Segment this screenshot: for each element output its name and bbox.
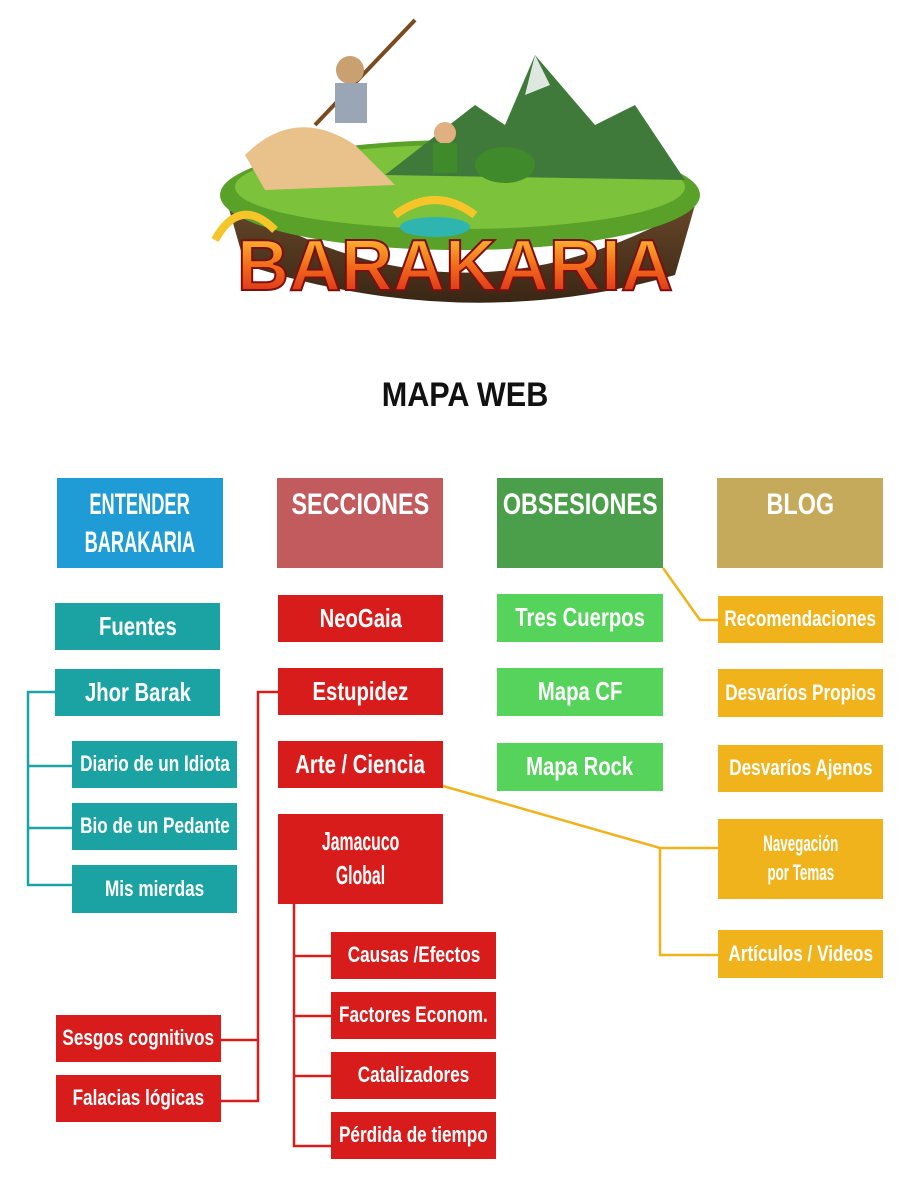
header-label: BLOG — [766, 488, 834, 521]
node-desvarios-ajenos[interactable]: Desvaríos Ajenos — [718, 745, 883, 792]
node-label: por Temas — [767, 860, 834, 885]
node-articulos-videos[interactable]: Artículos / Videos — [718, 930, 883, 978]
node-diario-de-un-idiota[interactable]: Diario de un Idiota — [72, 741, 237, 788]
node-perdida-de-tiempo[interactable]: Pérdida de tiempo — [331, 1112, 496, 1159]
barakaria-logo: BARAKARIA — [205, 15, 705, 325]
node-navegacion-por-temas[interactable]: Navegación por Temas — [718, 819, 883, 899]
header-line: BARAKARIA — [84, 525, 196, 559]
node-label: Mapa CF — [537, 676, 623, 707]
node-jhor-barak[interactable]: Jhor Barak — [55, 669, 220, 716]
node-causas-efectos[interactable]: Causas /Efectos — [331, 932, 496, 979]
node-label: Bio de un Pedante — [79, 813, 230, 839]
logo-text: BARAKARIA — [237, 226, 673, 306]
node-label: Global — [335, 860, 386, 890]
node-catalizadores[interactable]: Catalizadores — [331, 1052, 496, 1099]
header-entender-barakaria[interactable]: ENTENDER BARAKARIA — [57, 478, 223, 568]
node-arte-ciencia[interactable]: Arte / Ciencia — [278, 741, 443, 788]
node-label: Estupidez — [312, 675, 409, 706]
node-falacias-logicas[interactable]: Falacias lógicas — [56, 1075, 221, 1122]
node-label: Fuentes — [98, 610, 177, 641]
node-label: Navegación — [762, 831, 839, 857]
node-estupidez[interactable]: Estupidez — [278, 668, 443, 715]
node-neogaia[interactable]: NeoGaia — [278, 595, 443, 642]
node-label: Desvaríos Ajenos — [728, 755, 873, 781]
page-title: MAPA WEB — [381, 376, 549, 414]
node-label: Factores Econom. — [339, 1002, 488, 1028]
node-tres-cuerpos[interactable]: Tres Cuerpos — [497, 594, 663, 642]
node-label: Mis mierdas — [104, 875, 205, 901]
header-blog[interactable]: BLOG — [717, 478, 883, 568]
node-label: Mapa Rock — [526, 751, 634, 782]
node-label: Recomendaciones — [724, 606, 877, 632]
node-mis-mierdas[interactable]: Mis mierdas — [72, 865, 237, 913]
header-label: OBSESIONES — [502, 488, 658, 521]
node-desvarios-propios[interactable]: Desvaríos Propios — [718, 669, 883, 717]
header-label: SECCIONES — [291, 488, 429, 521]
node-label: Arte / Ciencia — [295, 748, 426, 779]
node-fuentes[interactable]: Fuentes — [55, 603, 220, 650]
node-label: Sesgos cognitivos — [62, 1025, 215, 1051]
node-label: Falacias lógicas — [72, 1085, 205, 1111]
header-obsesiones[interactable]: OBSESIONES — [497, 478, 663, 568]
node-bio-de-un-pedante[interactable]: Bio de un Pedante — [72, 803, 237, 850]
node-factores-econom[interactable]: Factores Econom. — [331, 992, 496, 1039]
node-label: Pérdida de tiempo — [339, 1122, 488, 1148]
node-recomendaciones[interactable]: Recomendaciones — [718, 596, 883, 643]
header-line: ENTENDER — [89, 488, 191, 521]
node-label: NeoGaia — [319, 602, 402, 633]
node-label: Diario de un Idiota — [79, 751, 230, 777]
node-label: Tres Cuerpos — [515, 602, 645, 633]
node-mapa-cf[interactable]: Mapa CF — [497, 668, 663, 716]
node-label: Catalizadores — [357, 1062, 470, 1088]
node-mapa-rock[interactable]: Mapa Rock — [497, 743, 663, 791]
node-sesgos-cognitivos[interactable]: Sesgos cognitivos — [56, 1015, 221, 1062]
node-label: Causas /Efectos — [347, 942, 480, 968]
node-label: Desvaríos Propios — [725, 679, 876, 705]
node-label: Jamacuco — [321, 826, 400, 857]
node-label: Jhor Barak — [84, 676, 191, 707]
node-label: Artículos / Videos — [728, 940, 873, 966]
header-secciones[interactable]: SECCIONES — [277, 478, 443, 568]
